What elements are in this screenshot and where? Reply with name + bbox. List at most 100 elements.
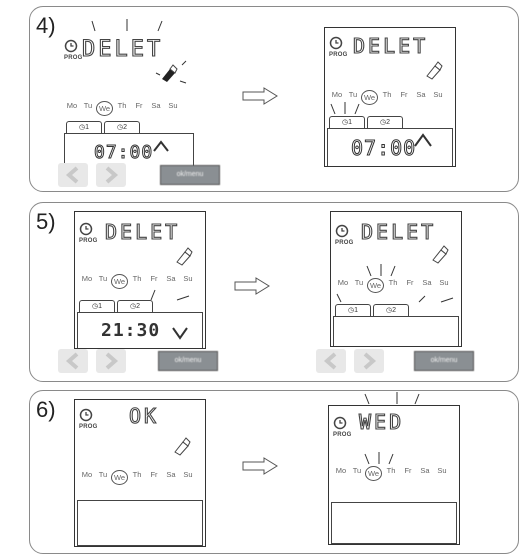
next-button[interactable] <box>96 349 126 373</box>
day-label: Sa <box>166 470 176 479</box>
day-label: Th <box>132 470 142 479</box>
day-label-selected: We <box>365 466 382 481</box>
day-label: Sa <box>151 101 161 110</box>
step-panel-5: 5) PROG DELET Mo Tu We Th Fr Sa Su ◷1 ◷2… <box>29 202 519 382</box>
time-value: 07:00 <box>350 136 417 161</box>
weekday-row: Mo Tu We Th Fr Sa Su <box>64 101 181 116</box>
lcd-text: OK <box>128 403 160 428</box>
program-frame <box>333 316 459 346</box>
arrow-right-hollow-icon <box>242 87 278 105</box>
chevron-right-icon <box>105 166 119 184</box>
prev-button[interactable] <box>58 163 88 187</box>
day-label: Su <box>183 274 193 283</box>
day-label: Su <box>437 466 447 475</box>
weekday-row: Mo Tu We Th Fr Sa Su <box>79 470 196 485</box>
tab-program-2[interactable]: ◷2 <box>117 300 153 313</box>
day-label: Su <box>439 278 449 287</box>
day-label: Mo <box>335 466 347 475</box>
lcd-text: DELET <box>104 219 181 244</box>
tab-program-2[interactable]: ◷2 <box>367 116 403 129</box>
day-label: Tu <box>83 101 93 110</box>
day-label: Su <box>168 101 178 110</box>
lcd-text: DELET <box>360 219 437 244</box>
day-label: Fr <box>404 466 412 475</box>
ok-menu-button[interactable]: ok/menu <box>158 351 218 371</box>
device-screen-left: PROG DELET Mo Tu We Th Fr Sa Su ◷1 ◷2 07… <box>62 19 198 169</box>
lcd-text: WED <box>358 409 405 434</box>
day-label: Tu <box>352 466 362 475</box>
prev-button[interactable] <box>58 349 88 373</box>
day-label: Fr <box>400 90 408 99</box>
day-label: Th <box>386 466 396 475</box>
clock-icon <box>335 224 349 238</box>
prog-label: PROG <box>335 240 354 246</box>
day-label: Su <box>183 470 193 479</box>
caret-down-icon <box>172 327 188 340</box>
tab-program-1[interactable]: ◷1 <box>79 300 115 313</box>
tab-program-1[interactable]: ◷1 <box>66 121 102 134</box>
eraser-icon <box>174 437 191 456</box>
device-screen-right: PROG DELET Mo Tu We Th Fr Sa Su ◷1 ◷2 07… <box>324 27 456 167</box>
lcd-text: DELET <box>352 33 429 58</box>
program-frame <box>64 133 194 169</box>
blink-rays <box>364 392 420 405</box>
day-label: Mo <box>66 101 78 110</box>
day-label: Su <box>433 90 443 99</box>
eraser-icon <box>432 245 449 264</box>
caret-up-icon <box>414 133 432 147</box>
chevron-right-icon <box>105 352 119 370</box>
day-label: Th <box>117 101 127 110</box>
prog-label: PROG <box>79 238 98 244</box>
next-button[interactable] <box>96 163 126 187</box>
clock-icon <box>79 408 93 422</box>
clock-icon <box>333 416 347 430</box>
day-label: Mo <box>337 278 349 287</box>
prog-label: PROG <box>79 424 98 430</box>
day-label: Fr <box>135 101 143 110</box>
day-label: Sa <box>420 466 430 475</box>
blink-rays <box>91 19 163 32</box>
blink-rays <box>336 293 454 303</box>
tab-program-1[interactable]: ◷1 <box>335 304 371 317</box>
ok-menu-button[interactable]: ok/menu <box>160 165 220 185</box>
day-label: Th <box>132 274 142 283</box>
chevron-right-icon <box>363 352 377 370</box>
tab-program-2[interactable]: ◷2 <box>104 121 140 134</box>
day-label: Mo <box>81 274 93 283</box>
eraser-icon <box>162 64 178 82</box>
step-panel-4: 4) PROG DELET Mo Tu We Th Fr Sa Su ◷1 ◷2… <box>29 6 519 192</box>
clock-icon <box>64 39 78 53</box>
eraser-icon <box>176 247 193 266</box>
weekday-row: Mo Tu We Th Fr Sa Su <box>335 278 452 293</box>
tab-program-2[interactable]: ◷2 <box>373 304 409 317</box>
lcd-text: DELET <box>81 36 164 62</box>
program-tabs: ◷1 ◷2 <box>66 121 142 134</box>
day-label-selected: We <box>111 470 128 485</box>
arrow-right-hollow-icon <box>242 457 278 475</box>
clock-icon <box>329 36 343 50</box>
day-label: Tu <box>348 90 358 99</box>
next-button[interactable] <box>354 349 384 373</box>
chevron-left-icon <box>65 352 79 370</box>
day-label: Mo <box>331 90 343 99</box>
day-label: Fr <box>150 470 158 479</box>
weekday-row: Mo Tu We Th Fr Sa Su <box>329 90 446 105</box>
device-screen-left: PROG OK Mo Tu We Th Fr Sa Su <box>74 399 206 547</box>
step-number: 5) <box>36 209 56 234</box>
blink-rays <box>366 264 396 277</box>
day-label: Sa <box>422 278 432 287</box>
device-screen-right: PROG WED Mo Tu We Th Fr Sa Su <box>328 392 460 545</box>
day-label: Tu <box>98 470 108 479</box>
day-label-selected: We <box>361 90 378 105</box>
clock-icon <box>79 222 93 236</box>
tab-program-1[interactable]: ◷1 <box>329 116 365 129</box>
caret-up-icon <box>153 140 169 152</box>
day-label-selected: We <box>96 101 113 116</box>
prev-button[interactable] <box>316 349 346 373</box>
day-label: Th <box>382 90 392 99</box>
time-value: 21:30 <box>101 320 161 341</box>
program-frame <box>77 312 203 348</box>
ok-menu-button[interactable]: ok/menu <box>414 351 474 371</box>
time-value: 07:00 <box>93 142 154 164</box>
program-tabs: ◷1 ◷2 <box>79 300 155 313</box>
